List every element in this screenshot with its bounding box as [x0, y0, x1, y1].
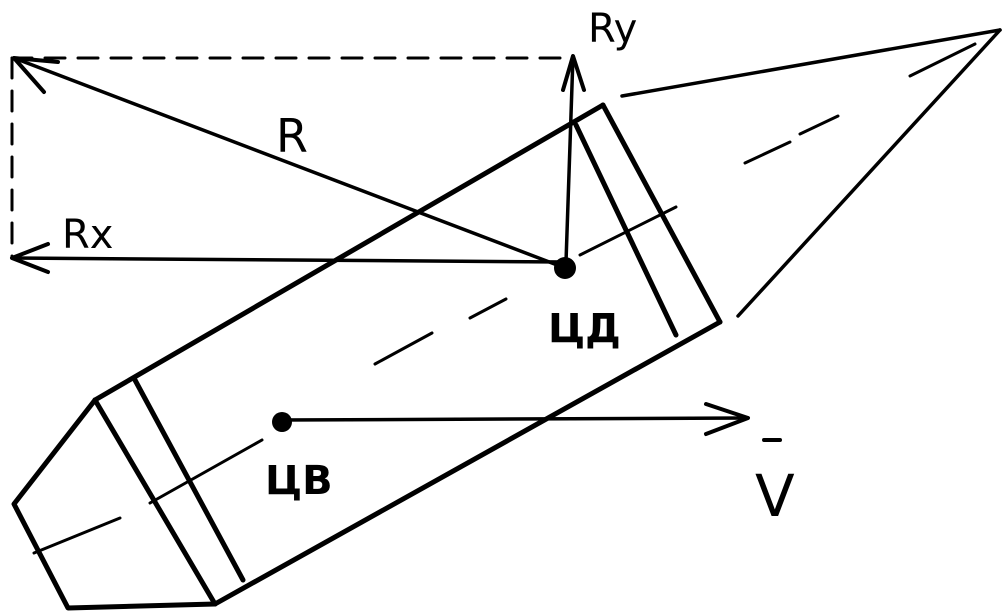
vertical-component-label: Ry: [588, 6, 637, 52]
tail-cone: [11, 397, 218, 611]
center-of-pressure-label: ЦД: [548, 306, 621, 352]
axis-segment: [578, 205, 678, 257]
horizontal-component-label: Rx: [62, 212, 113, 258]
body-top-edge: [92, 102, 606, 403]
axis-segment: [148, 438, 264, 505]
force-vectors: [10, 54, 750, 436]
resultant-force-arrowhead: [12, 56, 60, 94]
axis-segment: [908, 42, 977, 78]
rear-band-line-1: [92, 397, 218, 607]
resultant-force-arrow: [12, 56, 567, 270]
center-axis: [32, 42, 977, 555]
front-band-line: [573, 122, 679, 338]
nose-cone: [620, 28, 1002, 318]
velocity-arrow: [278, 416, 750, 422]
velocity-label-group: V: [755, 438, 795, 530]
nose-bottom-edge: [736, 28, 1002, 318]
vertical-component-arrowhead: [561, 54, 586, 92]
axis-segment: [798, 114, 840, 136]
center-of-mass-point: [272, 412, 292, 432]
projection-lines: [10, 56, 574, 260]
axis-segment: [32, 516, 122, 555]
horizontal-component-arrow: [10, 256, 567, 264]
velocity-label: V: [755, 462, 795, 530]
rocket-body: [11, 102, 723, 611]
center-of-mass-label: ЦВ: [265, 458, 333, 504]
horizontal-component-arrowhead: [10, 242, 50, 274]
nose-top-edge: [620, 28, 1002, 98]
resultant-force-label: R: [276, 109, 308, 163]
axis-segment: [743, 140, 792, 165]
axis-segment: [373, 331, 434, 366]
velocity-arrowhead: [704, 402, 750, 436]
axis-segment: [468, 297, 508, 320]
center-of-pressure-point: [554, 257, 576, 279]
body-bottom-edge: [212, 319, 723, 607]
vertical-component-arrow: [564, 54, 575, 264]
